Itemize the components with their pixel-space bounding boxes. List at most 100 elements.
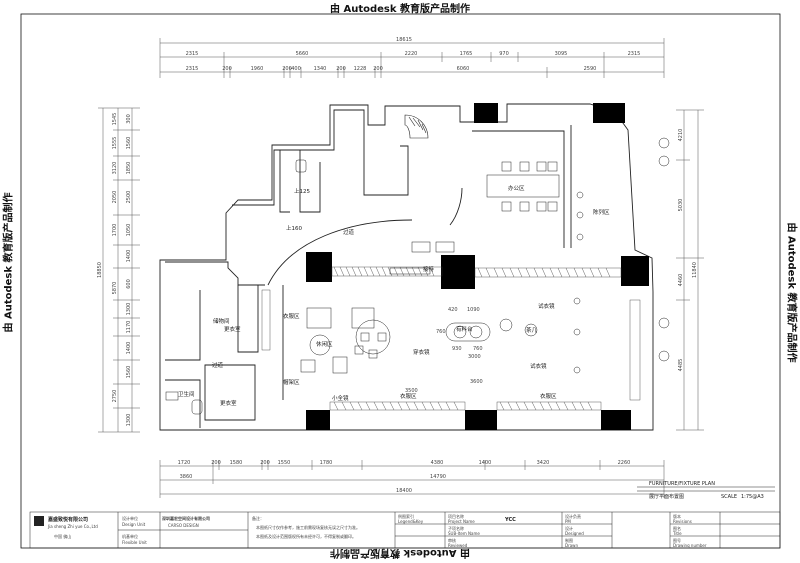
designed-en: Designed xyxy=(565,531,584,536)
label-corridor-top: 过道 xyxy=(343,228,355,236)
wall-toilet xyxy=(165,379,201,428)
columns xyxy=(306,103,649,430)
design-unit-en: Design Unit xyxy=(122,522,146,527)
dim-left-14: 1170 xyxy=(126,321,132,334)
dim-left-2: 3120 xyxy=(112,162,118,175)
dim-left-total: 18850 xyxy=(97,262,103,278)
legend-en: Legend&Key xyxy=(398,519,424,524)
dim-top-r1-2: 2220 xyxy=(405,51,418,57)
dim-left-8: 2500 xyxy=(126,191,132,204)
dim-top-r1-3: 1765 xyxy=(460,51,473,57)
label-fitting2: 更衣室 xyxy=(220,399,237,407)
plants xyxy=(573,137,670,374)
dim-right-0: 4210 xyxy=(678,129,684,142)
dim-left-13: 1300 xyxy=(126,303,132,316)
column-7 xyxy=(465,410,497,430)
pm-label: 设计负责 xyxy=(565,513,581,519)
drawing-title-en: FURNITURE/FIXTURE PLAN xyxy=(649,481,715,487)
dim-bot-r1-7: 1400 xyxy=(479,460,492,466)
label-clothing1: 衣服区 xyxy=(283,312,300,320)
label-up125: 上125 xyxy=(294,187,310,195)
dim-left-18: 1400 xyxy=(126,342,132,355)
dim-top-r2-6: 200 xyxy=(336,66,346,72)
flexible-unit-en: Flexible Unit xyxy=(122,540,147,545)
column-8 xyxy=(601,410,631,430)
notes-label: 备注： xyxy=(252,515,264,521)
dim-bot-r1-4: 1550 xyxy=(278,460,291,466)
label-display: 陈列区 xyxy=(593,208,610,216)
dim-right-4: 11840 xyxy=(692,262,698,278)
revisions-en: Revisions xyxy=(673,519,692,524)
dim-left-0: 1545 xyxy=(112,113,118,126)
design-company-cn: 深圳嘉宏空间设计有限公司 xyxy=(162,515,210,521)
label-corridor-left: 过道 xyxy=(212,361,224,369)
label-hat-rack: 帽架区 xyxy=(283,378,300,386)
scale-value: 1:75@A3 xyxy=(741,494,764,500)
clothing-racks xyxy=(261,266,641,411)
dim-left-22: 1300 xyxy=(126,414,132,427)
inner-dim-5: 3000 xyxy=(468,354,481,360)
dims-top-row2: 2315 200 1960 200 400 1340 200 1228 200 … xyxy=(186,66,597,72)
dim-top-r2-1: 200 xyxy=(222,66,232,72)
dim-top-r2-5: 1340 xyxy=(314,66,327,72)
drawing-title-cn: 展厅平面布置图 xyxy=(649,493,684,500)
company-logo-icon xyxy=(34,516,44,526)
pm-en: PM xyxy=(565,519,571,524)
staircase xyxy=(404,114,429,139)
project-label: 项目名称 xyxy=(448,513,464,519)
label-clothing3: 衣服区 xyxy=(540,392,557,400)
scale-label: SCALE xyxy=(721,494,737,500)
drawing-title: FURNITURE/FIXTURE PLAN 展厅平面布置图 SCALE 1:7… xyxy=(637,481,775,500)
dim-bot-r1-0: 1720 xyxy=(178,460,191,466)
flexible-unit-label: 机基单位 xyxy=(122,533,138,539)
dim-left-12: 600 xyxy=(126,279,132,289)
title-block xyxy=(29,511,781,549)
label-sofa-mirror: 穿衣镜 xyxy=(413,348,430,356)
dim-left-11: 1400 xyxy=(126,250,132,263)
dim-left-9: 1050 xyxy=(126,224,132,237)
dim-left-1: 1555 xyxy=(112,137,118,150)
title-en: Title xyxy=(672,531,682,536)
column-2 xyxy=(593,103,625,123)
company-note: 中国 佛山 xyxy=(54,533,71,539)
dim-top-r1-6: 2315 xyxy=(628,51,641,57)
sheet-border xyxy=(20,13,781,549)
dim-top-r2-10: 2590 xyxy=(584,66,597,72)
wall-office xyxy=(472,130,565,248)
wall-outer xyxy=(159,103,654,431)
dim-right-2: 4460 xyxy=(678,274,684,287)
dim-bot-r1-9: 2260 xyxy=(618,460,631,466)
legend-label: 例图索引 xyxy=(398,513,414,519)
label-fitting-mirror2: 试衣镜 xyxy=(530,362,547,370)
dim-top-r1-5: 3095 xyxy=(555,51,568,57)
wall-inner-d xyxy=(299,150,321,213)
label-fitting-mirror1: 试衣镜 xyxy=(538,302,555,310)
right-dimensions xyxy=(676,109,704,431)
wall-curve xyxy=(267,219,413,286)
label-clothing2: 衣服区 xyxy=(400,392,417,400)
label-toilet: 卫生间 xyxy=(178,390,195,398)
dim-left-4: 1700 xyxy=(112,224,118,237)
bathroom-fixtures xyxy=(165,159,307,415)
drawing-number-label: 图号 xyxy=(673,537,681,543)
wall-storage xyxy=(237,285,259,353)
dim-top-r2-2: 1960 xyxy=(251,66,264,72)
designed-label: 设计 xyxy=(565,525,573,531)
inner-dim-0: 420 xyxy=(448,307,458,313)
dim-top-r2-7: 1228 xyxy=(354,66,367,72)
dim-right-1: 5030 xyxy=(678,199,684,212)
dim-bot-r1-3: 200 xyxy=(260,460,270,466)
dims-left: 18850 1545 1555 3120 2050 1700 5870 2750… xyxy=(97,113,132,427)
dim-top-r2-3: 200 xyxy=(282,66,292,72)
dim-top-r2-9: 6060 xyxy=(457,66,470,72)
subitem-label: 子项名称 xyxy=(448,525,464,531)
dims-top-row1: 2315 5660 2220 1765 970 3095 2315 xyxy=(186,51,641,57)
revisions-label: 版本 xyxy=(673,513,681,519)
office-furniture xyxy=(486,161,560,212)
dim-bot-r1-1: 200 xyxy=(211,460,221,466)
reviewed-en: Reviewed xyxy=(448,543,468,548)
dim-left-3: 2050 xyxy=(112,191,118,204)
dims-right: 4210 5030 4460 4485 11840 xyxy=(678,129,698,372)
note-2: 本图纸及设计范围版权所有未经许可，不得复制或翻印。 xyxy=(256,533,356,539)
